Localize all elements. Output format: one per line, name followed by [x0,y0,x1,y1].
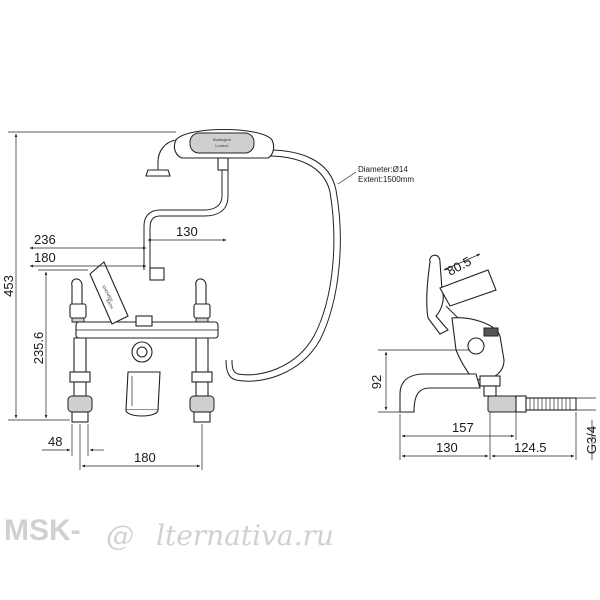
hose-diameter-note: Diameter:Ø14 [358,165,408,174]
dim-g3-4: G3/4 [584,426,599,454]
dim-236: 236 [34,232,56,247]
handset-city: London [215,143,228,148]
dim-453: 453 [1,275,16,297]
watermark: MSK- @ lternativa.ru [4,514,334,552]
dim-80-5: 80.5 [444,254,473,279]
handset: Burlington London [143,129,275,270]
front-view: Burlington London [1,129,414,470]
dim-235-6: 235.6 [31,332,46,365]
watermark-msk: MSK- [4,514,81,547]
right-valve [189,278,215,423]
handset-brand: Burlington [213,137,231,142]
hose-extent-note: Extent:1500mm [358,175,414,184]
mixer-body [75,267,219,417]
lever-label-bath: BATH [105,298,114,310]
dim-180-top: 180 [34,250,56,265]
dim-180-bottom: 180 [134,450,156,465]
dim-157: 157 [452,420,474,435]
dim-124-5: 124.5 [514,440,547,455]
dim-130-front: 130 [176,224,198,239]
left-valve [67,278,93,423]
dim-130-side: 130 [436,440,458,455]
dim-92: 92 [369,375,384,389]
watermark-alternativa: lternativa.ru [156,519,334,552]
dim-48: 48 [48,434,62,449]
shower-hose [225,149,341,382]
side-view: 80.5 92 157 130 124.5 G3/4 [369,254,599,460]
diverter-lever: SHOWER BATH [89,261,129,325]
watermark-at: @ [106,519,134,552]
